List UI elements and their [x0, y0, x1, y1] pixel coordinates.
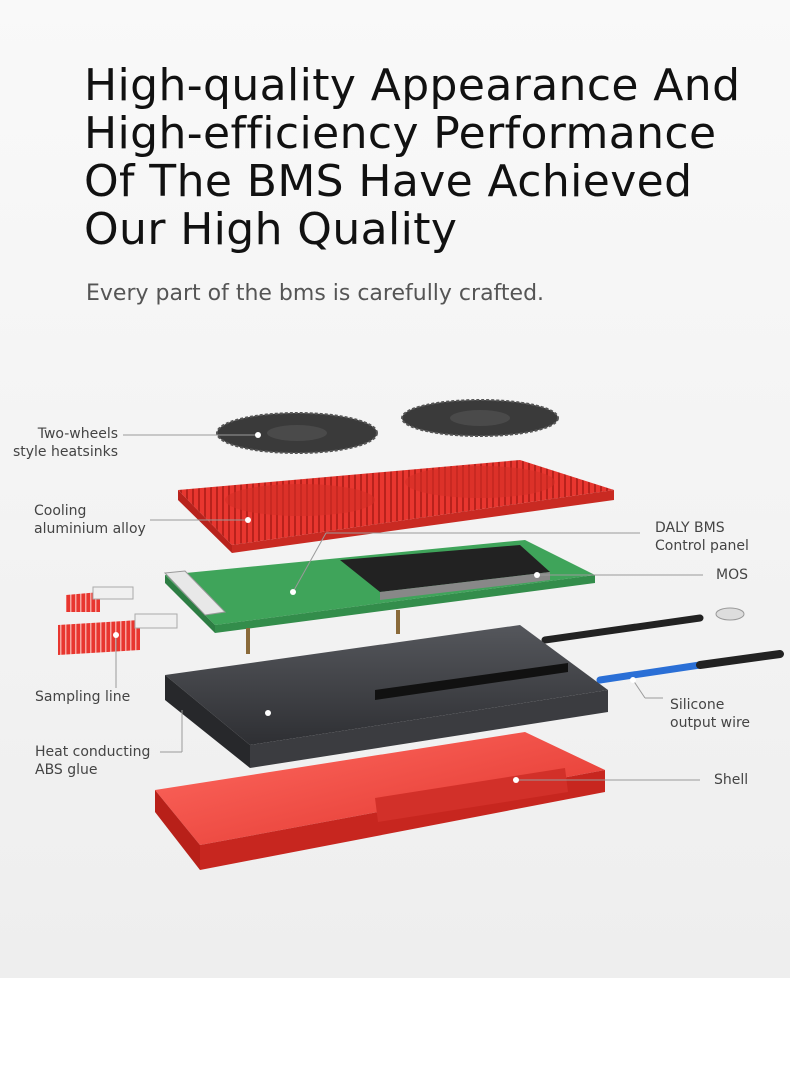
dark-abs-housing — [165, 625, 608, 768]
headline-line-1: High-quality Appearance And — [84, 60, 741, 111]
label-sampling-line: Sampling line — [35, 689, 131, 705]
label-mos: MOS — [716, 567, 748, 583]
headline-line-2: High-efficiency Performance — [84, 108, 717, 159]
label-shell: Shell — [714, 772, 749, 788]
label-silicone-wire: Silicone output wire — [670, 697, 751, 731]
control-panel-pcb — [163, 540, 595, 654]
callout-lines — [115, 434, 703, 781]
headline: High-quality Appearance And High-efficie… — [84, 62, 774, 254]
cooling-alloy-plate — [178, 460, 614, 553]
callout-dots — [113, 432, 636, 783]
label-abs-glue: Heat conducting ABS glue — [35, 744, 151, 778]
subtitle: Every part of the bms is carefully craft… — [86, 281, 545, 306]
output-wires — [541, 607, 784, 684]
heatsink-wheels — [216, 399, 559, 454]
sampling-line-connectors — [58, 586, 178, 655]
red-shell — [155, 732, 605, 870]
label-heatsinks: Two-wheels style heatsinks — [12, 426, 118, 460]
label-cooling-alloy: Cooling aluminium alloy — [34, 503, 146, 537]
bms-exploded-diagram — [58, 399, 784, 870]
headline-line-3: Of The BMS Have Achieved — [84, 156, 693, 207]
headline-line-4: Our High Quality — [84, 204, 458, 255]
label-control-panel: DALY BMS Control panel — [655, 520, 749, 554]
